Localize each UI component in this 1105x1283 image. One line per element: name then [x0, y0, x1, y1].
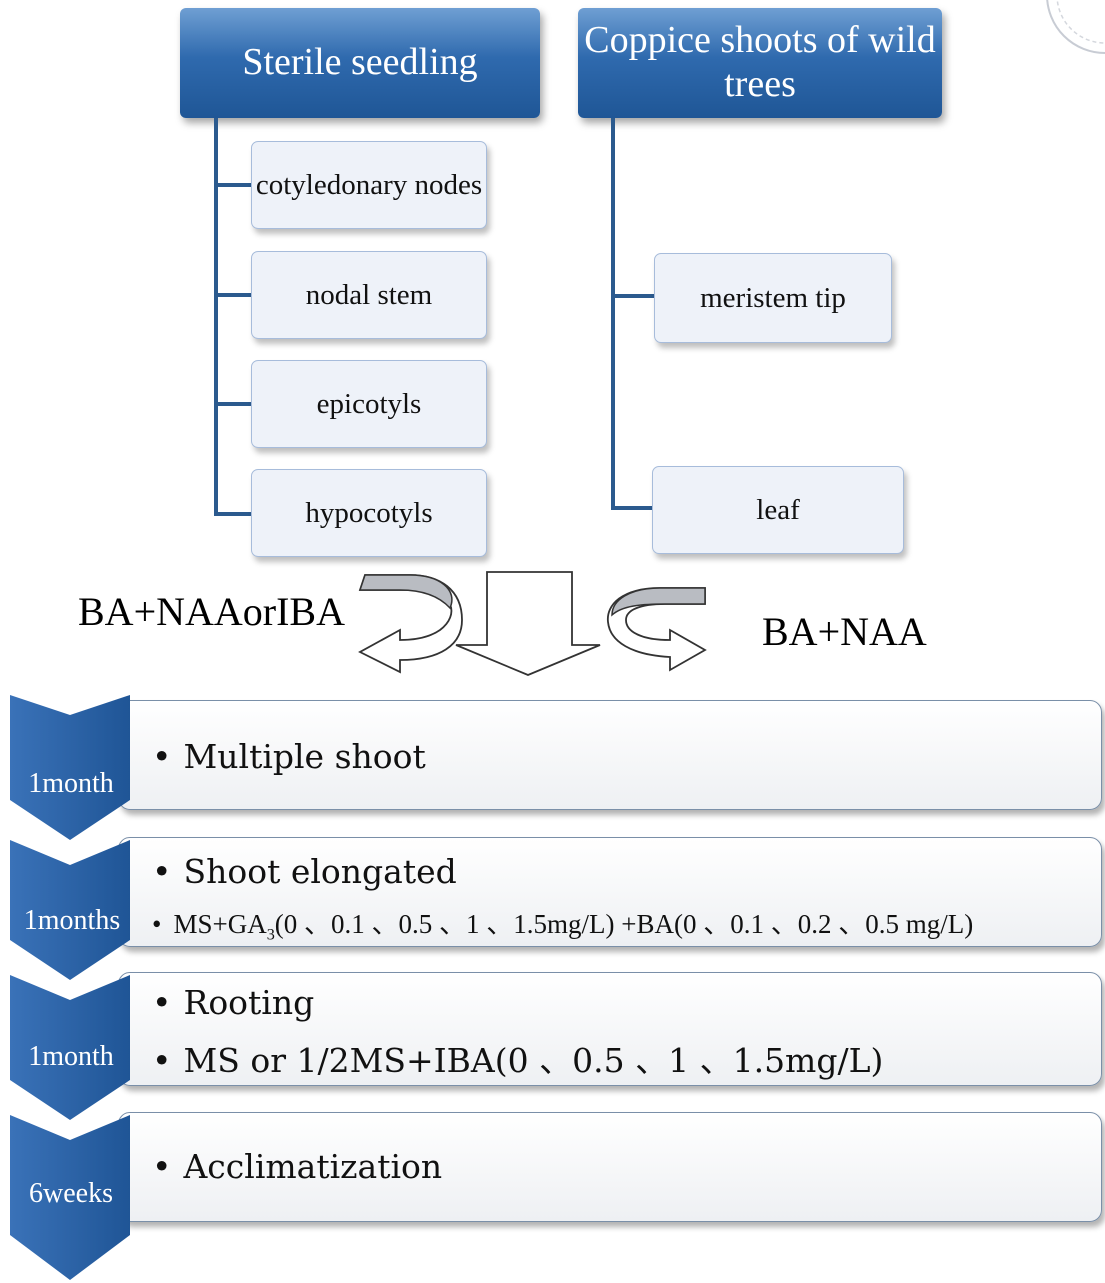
arrows-layer — [358, 571, 707, 676]
step-1-title: • Multiple shoot — [152, 737, 426, 776]
watermark-stamp — [1046, 0, 1105, 54]
step-1-duration: 1month — [28, 768, 114, 799]
explant-label: leaf — [756, 493, 800, 526]
step-2-title: • Shoot elongated — [152, 852, 457, 891]
curved-arrow-right-icon — [607, 587, 707, 672]
chevron-step-1-icon — [10, 695, 130, 840]
bullet-icon: • — [152, 852, 172, 891]
explant-box-hypocotyls: hypocotyls — [251, 469, 487, 557]
step-4-title: • Acclimatization — [152, 1147, 442, 1186]
timeline-chevrons — [10, 695, 130, 1280]
chevron-step-2-icon — [10, 840, 130, 980]
left-branch-1 — [214, 183, 252, 187]
step-3-title: • Rooting — [152, 983, 314, 1022]
step-2-detail-prefix: MS+GA — [173, 909, 267, 939]
step-2-detail-suffix: (0 、0.1 、0.5 、1 、1.5mg/L) +BA(0 、0.1 、0.… — [274, 909, 974, 939]
bullet-icon: • — [152, 983, 172, 1022]
step-panel-acclimatization — [118, 1112, 1102, 1222]
explant-label: epicotyls — [316, 387, 422, 420]
step-panel-rooting — [118, 972, 1102, 1086]
left-tree-trunk — [214, 118, 218, 516]
step-3-detail-text: MS or 1/2MS+IBA(0 、0.5 、1 、1.5mg/L) — [183, 1041, 884, 1080]
step-2-duration: 1months — [23, 905, 121, 936]
step-panel-multiple-shoot — [118, 700, 1102, 810]
curved-arrow-left-icon — [358, 574, 463, 674]
bullet-icon: • — [152, 1041, 172, 1080]
explant-box-epicotyls: epicotyls — [251, 360, 487, 448]
explant-box-meristem-tip: meristem tip — [654, 253, 892, 343]
step-2-detail-sub: 3 — [266, 925, 275, 944]
left-branch-3 — [214, 402, 252, 406]
header-coppice-line1: Coppice shoots of wild — [584, 19, 936, 62]
right-branch-1 — [611, 294, 655, 298]
treatment-left-label: BA+NAAorIBA — [78, 589, 345, 634]
step-4-title-text: Acclimatization — [183, 1147, 443, 1186]
right-tree-trunk — [611, 118, 615, 510]
step-2-detail: • MS+GA3(0 、0.1 、0.5 、1 、1.5mg/L) +BA(0 、… — [152, 902, 973, 944]
treatment-right-label: BA+NAA — [762, 609, 927, 654]
step-3-detail: • MS or 1/2MS+IBA(0 、0.5 、1 、1.5mg/L) — [152, 1034, 883, 1082]
chevron-step-4-icon — [10, 1115, 130, 1280]
left-branch-2 — [214, 293, 252, 297]
left-branch-4 — [214, 512, 252, 516]
explant-label: meristem tip — [700, 281, 846, 314]
explant-label: nodal stem — [305, 278, 433, 311]
bullet-icon: • — [152, 737, 172, 776]
explant-box-cotyledonary-nodes: cotyledonary nodes — [251, 141, 487, 229]
header-coppice-shoots: Coppice shoots of wild trees — [578, 8, 942, 118]
step-2-title-text: Shoot elongated — [183, 852, 457, 891]
explant-box-leaf: leaf — [652, 466, 904, 554]
bullet-icon: • — [152, 1147, 172, 1186]
step-panel-shoot-elongated — [118, 837, 1102, 947]
explant-label: cotyledonary nodes — [255, 168, 483, 201]
header-sterile-seedling: Sterile seedling — [180, 8, 540, 118]
down-arrow-icon — [455, 571, 601, 676]
explant-label: hypocotyls — [305, 496, 433, 529]
header-sterile-seedling-label: Sterile seedling — [242, 41, 478, 84]
chevron-step-3-icon — [10, 975, 130, 1120]
explant-box-nodal-stem: nodal stem — [251, 251, 487, 339]
bullet-icon: • — [152, 909, 162, 939]
header-coppice-line2: trees — [724, 63, 796, 105]
step-4-duration: 6weeks — [29, 1178, 113, 1209]
step-1-title-text: Multiple shoot — [183, 737, 426, 776]
right-branch-2 — [611, 506, 653, 510]
step-3-duration: 1month — [28, 1041, 114, 1072]
step-3-title-text: Rooting — [183, 983, 315, 1022]
